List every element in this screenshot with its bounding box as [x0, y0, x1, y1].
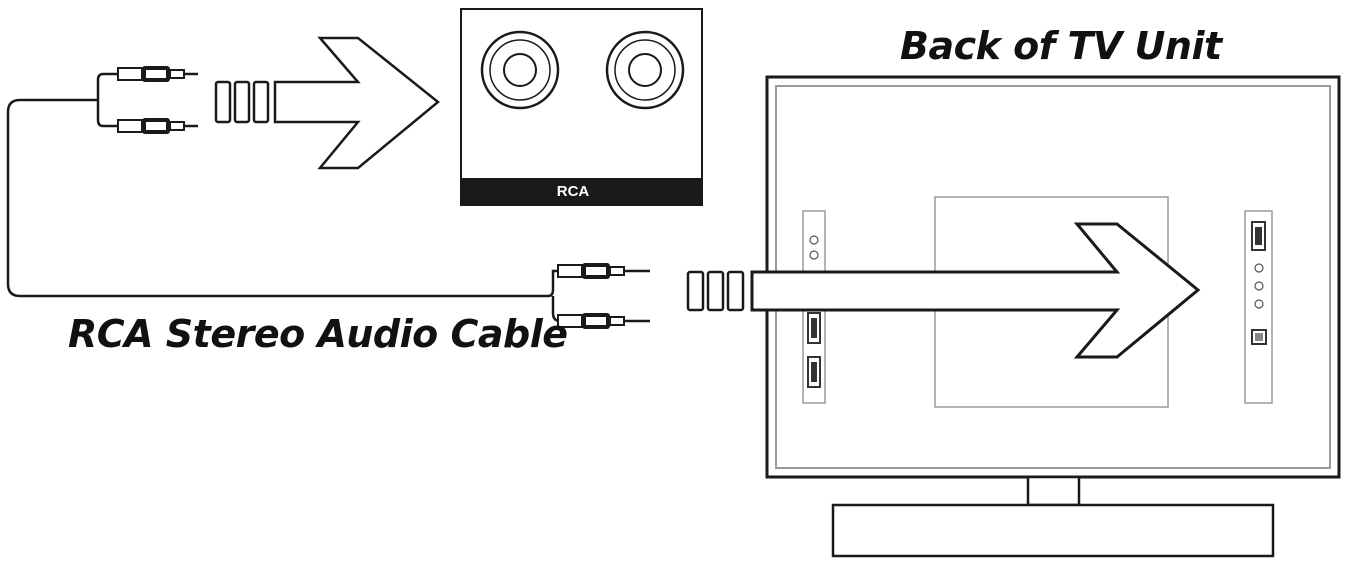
tv-stand-base: [831, 503, 1275, 558]
rca-panel: RCA: [460, 8, 703, 206]
tv-right-port-strip: [1244, 210, 1273, 404]
rca-jack-icon: [480, 30, 560, 110]
cable-title: RCA Stereo Audio Cable: [68, 312, 568, 356]
rca-panel-label: RCA: [557, 183, 590, 200]
rca-plug-icon: [117, 118, 198, 134]
arrow-icon: [686, 222, 1201, 359]
usb-port-icon: [1251, 221, 1266, 251]
tv-back: [765, 75, 1341, 558]
tv-stand-neck: [1026, 475, 1081, 507]
tv-title: Back of TV Unit: [900, 24, 1222, 68]
rca-jack-icon: [605, 30, 685, 110]
rca-plug-pair-top: [117, 66, 198, 134]
rca-plug-pair-bottom: [557, 263, 650, 329]
rca-plug-icon: [557, 263, 650, 279]
hdmi-port-icon: [807, 356, 821, 388]
hdmi-port-icon: [807, 312, 821, 344]
optical-port-icon: [1251, 329, 1267, 345]
arrow-icon: [214, 36, 440, 170]
rca-plug-icon: [557, 313, 650, 329]
rca-plug-icon: [117, 66, 198, 82]
rca-panel-label-bar: [461, 178, 702, 205]
